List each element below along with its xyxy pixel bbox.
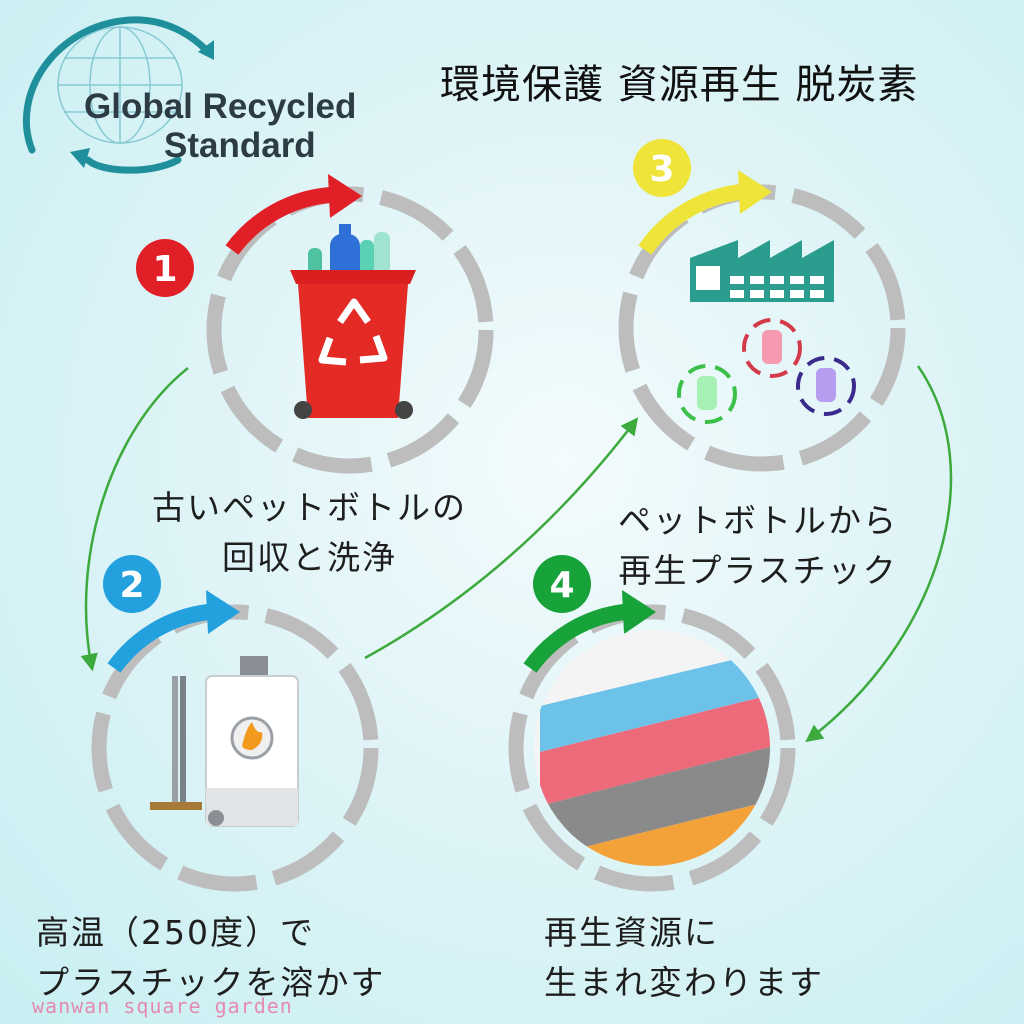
- spool-purple-icon: [796, 356, 856, 416]
- step-2-caption: 高温（250度）で プラスチックを溶かす: [36, 908, 385, 1008]
- logo-swoosh-arrow-icon: [23, 16, 214, 174]
- step-1-caption: 古いペットボトルの 回収と洗浄: [152, 483, 467, 583]
- step-number-4: 4: [549, 565, 574, 606]
- factory-icon: [677, 240, 856, 424]
- spool-pink-icon: [742, 318, 802, 378]
- step-3-caption: ペットボトルから 再生プラスチック: [618, 496, 898, 596]
- recycle-bin-icon: [290, 224, 416, 419]
- fabric-icon: [534, 630, 770, 866]
- step-badge-3: 3: [633, 139, 691, 197]
- step-number-2: 2: [119, 565, 144, 606]
- logo-line1: Global Recycled: [84, 87, 356, 126]
- step-badge-4: 4: [533, 555, 591, 613]
- step-4-caption: 再生資源に 生まれ変わります: [544, 908, 824, 1008]
- arc-arrow-step-1: [225, 174, 362, 255]
- recycle-symbol-icon: [318, 298, 388, 366]
- global-recycled-standard-logo: Global Recycled Standard: [23, 16, 356, 174]
- step-number-1: 1: [152, 249, 177, 290]
- globe-icon: [57, 26, 183, 144]
- arc-arrow-step-4: [523, 590, 656, 673]
- step-badge-2: 2: [103, 555, 161, 613]
- flow-arrow-3-to-4: [805, 365, 953, 743]
- flow-arrow-1-to-2: [80, 367, 189, 672]
- step-3-caption-line1: ペットボトルから: [618, 501, 898, 540]
- watermark: wanwan square garden: [32, 994, 293, 1018]
- flow-arrow-2-to-3: [364, 417, 639, 660]
- water-heater-icon: [150, 656, 299, 827]
- logo-line2: Standard: [164, 126, 316, 165]
- step-3-caption-line2: 再生プラスチック: [618, 551, 898, 590]
- step-1-caption-line2: 回収と洗浄: [222, 538, 397, 577]
- step-4-caption-line1: 再生資源に: [544, 913, 719, 952]
- arc-arrow-step-2: [107, 590, 240, 673]
- spool-green-icon: [677, 364, 737, 424]
- step-badge-1: 1: [136, 239, 194, 297]
- step-2-caption-line2: プラスチックを溶かす: [36, 963, 386, 1002]
- step-2-caption-line1: 高温（250度）で: [36, 913, 315, 952]
- flow-arrows: [80, 365, 953, 743]
- headline: 環境保護 資源再生 脱炭素: [440, 62, 919, 108]
- step-1-caption-line1: 古いペットボトルの: [152, 488, 467, 527]
- arc-arrow-step-3: [638, 170, 772, 255]
- step-4-caption-line2: 生まれ変わります: [544, 963, 824, 1002]
- step-number-3: 3: [649, 149, 674, 190]
